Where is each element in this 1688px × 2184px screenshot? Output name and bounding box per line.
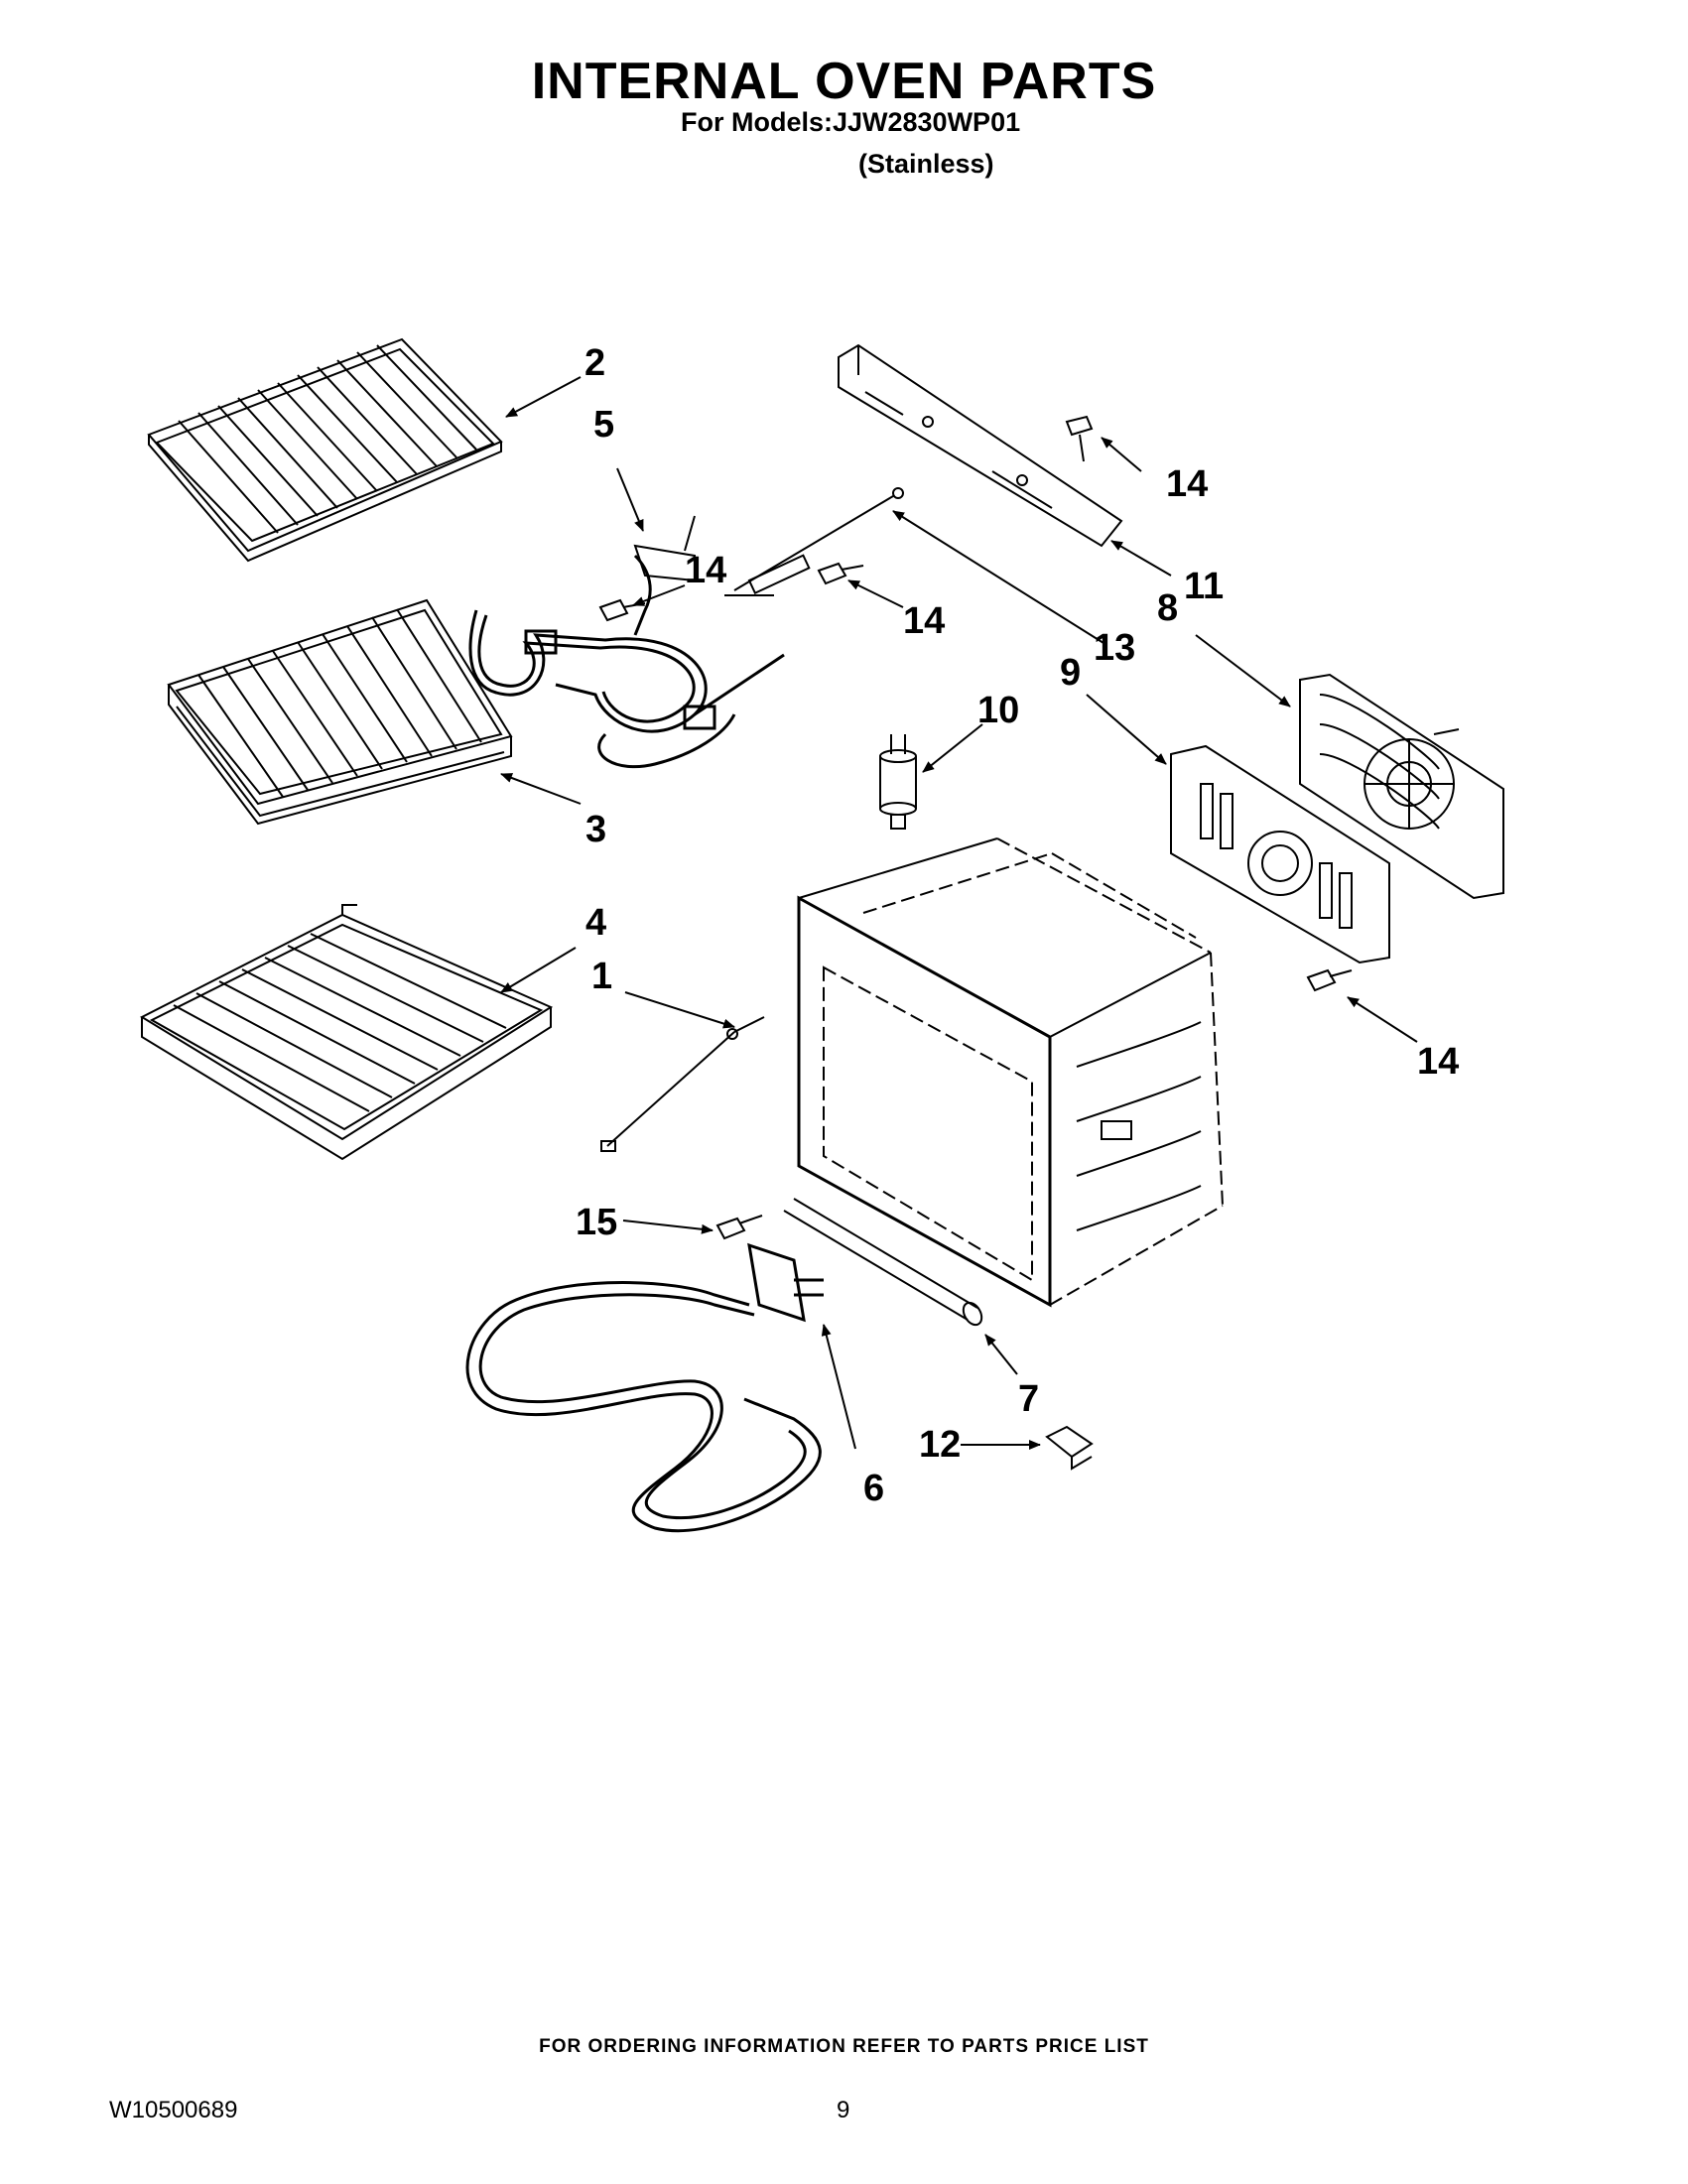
callout-14: 14 [903, 600, 945, 642]
callout-6: 6 [863, 1468, 884, 1509]
callout-10: 10 [977, 690, 1019, 731]
screw-top-right [1065, 415, 1094, 462]
callout-9: 9 [1060, 652, 1081, 694]
callout-7: 7 [1018, 1378, 1039, 1420]
bracket-bar [838, 343, 1123, 548]
callout-3: 3 [585, 809, 606, 850]
broil-element [465, 1242, 824, 1533]
screw-sensor [817, 562, 864, 585]
mounting-clip [1045, 1425, 1094, 1471]
models-line: For Models:JJW2830WP01 [681, 107, 1021, 137]
callout-4: 4 [585, 902, 606, 944]
callout-11: 11 [1184, 566, 1224, 607]
screw-fan-cover [1306, 968, 1353, 992]
ordering-note: FOR ORDERING INFORMATION REFER TO PARTS … [539, 2036, 1149, 2057]
callout-labels: 2 5 14 14 14 11 13 8 9 10 3 4 1 14 15 7 … [576, 342, 1459, 1509]
callout-13: 13 [1094, 627, 1135, 669]
page-number: 9 [837, 2097, 850, 2123]
callout-1: 1 [591, 956, 612, 997]
callout-8: 8 [1157, 587, 1178, 629]
page-title: INTERNAL OVEN PARTS [531, 53, 1157, 110]
oven-rack-top [147, 337, 503, 563]
convection-fan-assembly [1299, 673, 1504, 900]
callout-12: 12 [919, 1424, 961, 1466]
callout-5: 5 [593, 404, 614, 446]
sensor-wire [600, 1016, 765, 1152]
callout-14: 14 [685, 550, 726, 591]
callout-2: 2 [584, 342, 605, 384]
bake-element-bracket [633, 515, 696, 582]
oven-rack-roller [167, 598, 513, 826]
oven-cavity [797, 837, 1224, 1308]
bake-element [468, 554, 785, 769]
thermal-cylinder [879, 734, 917, 830]
callout-14: 14 [1417, 1041, 1459, 1083]
variant-label: (Stainless) [858, 149, 994, 179]
callout-14: 14 [1166, 463, 1208, 505]
callout-15: 15 [576, 1202, 617, 1243]
screw-broil [715, 1215, 763, 1240]
insulation-tube [783, 1198, 983, 1327]
temperature-sensor [724, 487, 904, 596]
document-id: W10500689 [109, 2097, 238, 2123]
fan-cover [1170, 744, 1390, 964]
leader-arrows [500, 376, 1418, 1450]
oven-rack-bottom [139, 904, 554, 1161]
